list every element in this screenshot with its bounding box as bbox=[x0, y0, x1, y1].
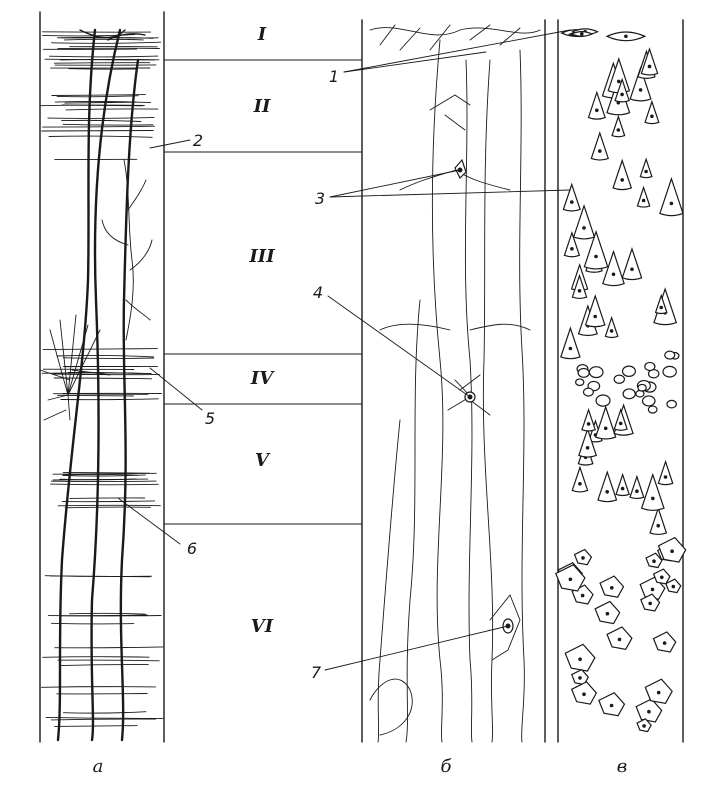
layer-boundaries bbox=[163, 59, 363, 525]
panel-label-a: а bbox=[93, 756, 104, 777]
layer-label-I: I bbox=[257, 24, 267, 45]
panel-label-b: б bbox=[441, 756, 453, 777]
layer-label-V: V bbox=[255, 450, 271, 471]
panel-label-c: в bbox=[617, 756, 627, 777]
callout-leaders bbox=[117, 29, 571, 671]
callout-4: 4 bbox=[313, 283, 323, 302]
callout-numbers: 1 2 3 4 5 6 7 bbox=[187, 67, 339, 682]
callout-7: 7 bbox=[311, 663, 322, 682]
layer-labels: I II III IV V VI bbox=[248, 24, 275, 637]
layer-label-III: III bbox=[248, 246, 275, 267]
layer-label-II: II bbox=[253, 96, 271, 117]
panel-b-neurons bbox=[361, 19, 546, 743]
callout-6: 6 bbox=[187, 539, 197, 558]
layer-label-VI: VI bbox=[251, 616, 274, 637]
layer-label-IV: IV bbox=[250, 368, 275, 389]
callout-1: 1 bbox=[329, 67, 339, 86]
callout-3: 3 bbox=[315, 189, 325, 208]
callout-2: 2 bbox=[193, 131, 203, 150]
callout-5: 5 bbox=[205, 409, 215, 428]
panel-a-fibers bbox=[39, 11, 165, 743]
panel-letters: а б в bbox=[93, 756, 628, 777]
panel-c-cells bbox=[555, 19, 687, 743]
